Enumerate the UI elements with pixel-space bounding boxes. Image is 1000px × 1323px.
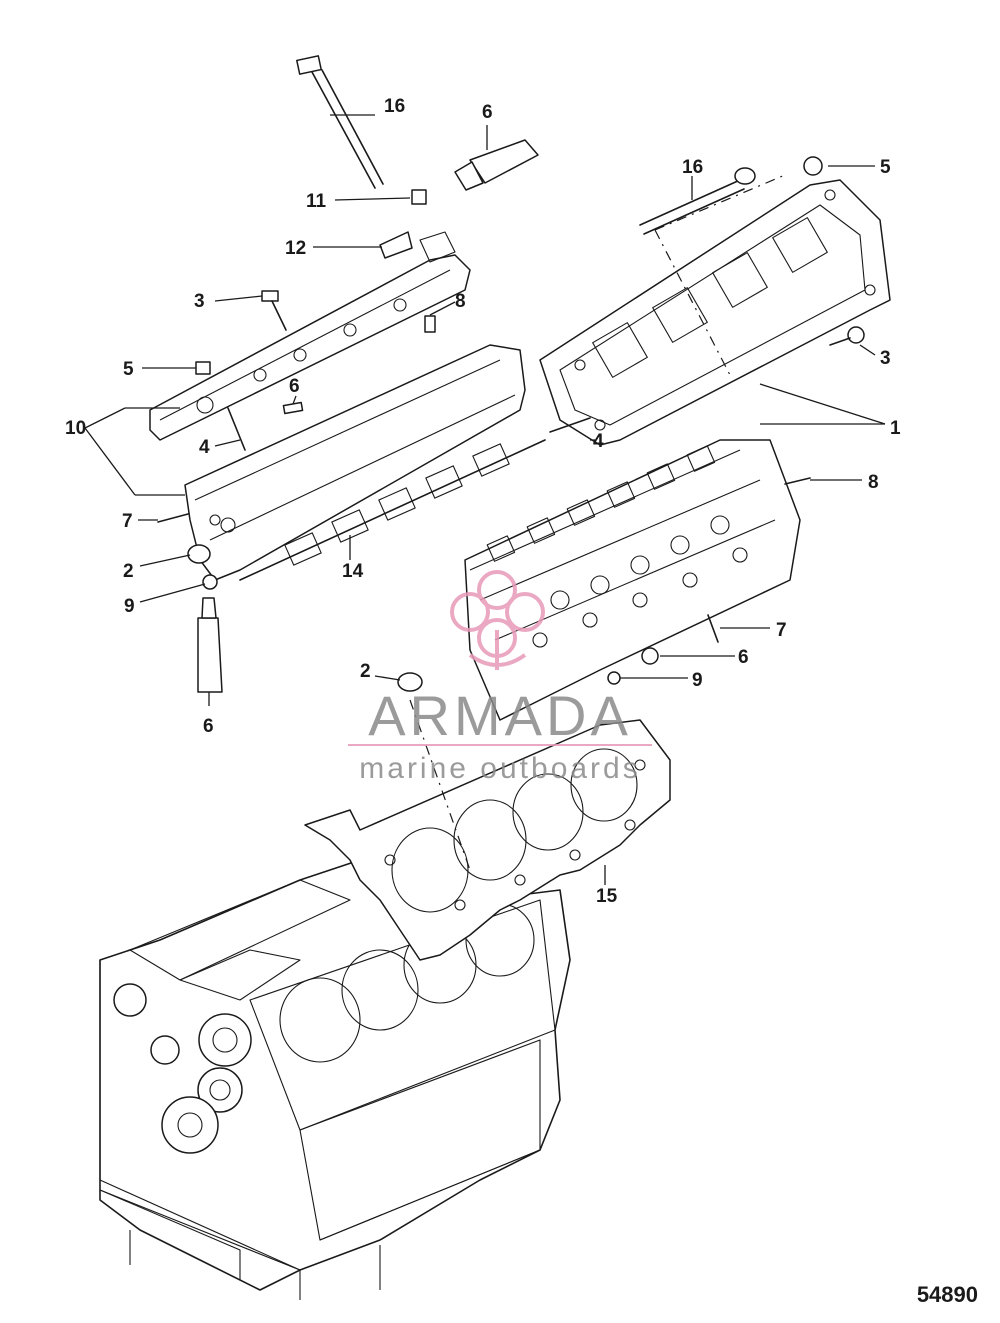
watermark-tagline: marine outboards xyxy=(359,752,640,785)
sensor xyxy=(379,231,413,259)
seal-center xyxy=(397,672,423,692)
callout-5-left: 5 xyxy=(123,359,134,380)
callout-6-tube-bottom: 6 xyxy=(203,716,214,737)
leader-lines xyxy=(84,114,886,885)
long-bolt-right xyxy=(639,167,756,235)
callout-15: 15 xyxy=(596,886,618,907)
callout-5-right: 5 xyxy=(880,157,891,178)
callout-10: 10 xyxy=(65,418,86,439)
right-valve-cover xyxy=(539,179,891,446)
callout-16-right: 16 xyxy=(682,157,703,178)
left-head-ports xyxy=(284,443,510,566)
plug-right xyxy=(607,671,621,685)
callout-7-left: 7 xyxy=(122,511,133,532)
callout-4-right: 4 xyxy=(593,431,604,452)
callout-6-right: 6 xyxy=(738,647,749,668)
callout-12: 12 xyxy=(285,238,306,259)
pin-left xyxy=(424,315,436,333)
callout-14: 14 xyxy=(342,561,364,582)
left-cylinder-head xyxy=(184,344,546,581)
callout-1: 1 xyxy=(890,418,901,439)
pin-right xyxy=(784,477,811,485)
right-head-ports xyxy=(486,445,716,562)
alignment-lines xyxy=(409,174,786,871)
nut-right xyxy=(803,156,823,176)
callout-8-right: 8 xyxy=(868,472,879,493)
anchor-flower-logo xyxy=(450,570,545,670)
stud-7-right xyxy=(707,614,719,643)
sealant-tube-bottom xyxy=(197,597,223,693)
callout-6-left-pin: 6 xyxy=(289,376,300,397)
right-cylinder-head xyxy=(464,439,801,721)
bolt-left xyxy=(261,290,287,331)
callout-16-left: 16 xyxy=(384,96,405,117)
long-bolt-left xyxy=(296,55,384,189)
figure-number: 54890 xyxy=(917,1282,978,1307)
callout-labels: 16 6 11 12 3 8 5 6 10 4 7 2 14 9 6 16 5 … xyxy=(65,96,901,907)
callout-11: 11 xyxy=(306,191,327,212)
callout-8-left: 8 xyxy=(455,291,466,312)
timing-gears xyxy=(113,983,252,1154)
left-cam-cover xyxy=(149,231,471,441)
callout-7-right: 7 xyxy=(776,620,787,641)
callout-4-left: 4 xyxy=(199,437,210,458)
stud-left xyxy=(227,407,246,451)
callout-3-left: 3 xyxy=(194,291,205,312)
engine-block xyxy=(99,859,571,1300)
dowel-left xyxy=(282,401,304,415)
dowel-right xyxy=(641,647,659,665)
callout-6-tube-top: 6 xyxy=(482,102,493,123)
small-bolt xyxy=(411,189,427,205)
callout-3-right: 3 xyxy=(880,348,891,369)
callout-2-left: 2 xyxy=(123,561,134,582)
watermark: ARMADA marine outboards xyxy=(348,570,652,785)
nut-left xyxy=(195,361,211,375)
seal-left xyxy=(187,544,211,564)
sealant-tube-top xyxy=(454,139,539,191)
plug-left xyxy=(202,574,218,590)
callout-2-center: 2 xyxy=(360,661,371,682)
callout-9-right: 9 xyxy=(692,670,703,691)
head-gasket xyxy=(304,719,671,961)
bolt-right xyxy=(829,326,865,346)
stud-7-left xyxy=(157,513,189,523)
callout-9-left: 9 xyxy=(124,596,135,617)
stud-right xyxy=(549,417,591,433)
watermark-brand: ARMADA xyxy=(368,684,632,747)
